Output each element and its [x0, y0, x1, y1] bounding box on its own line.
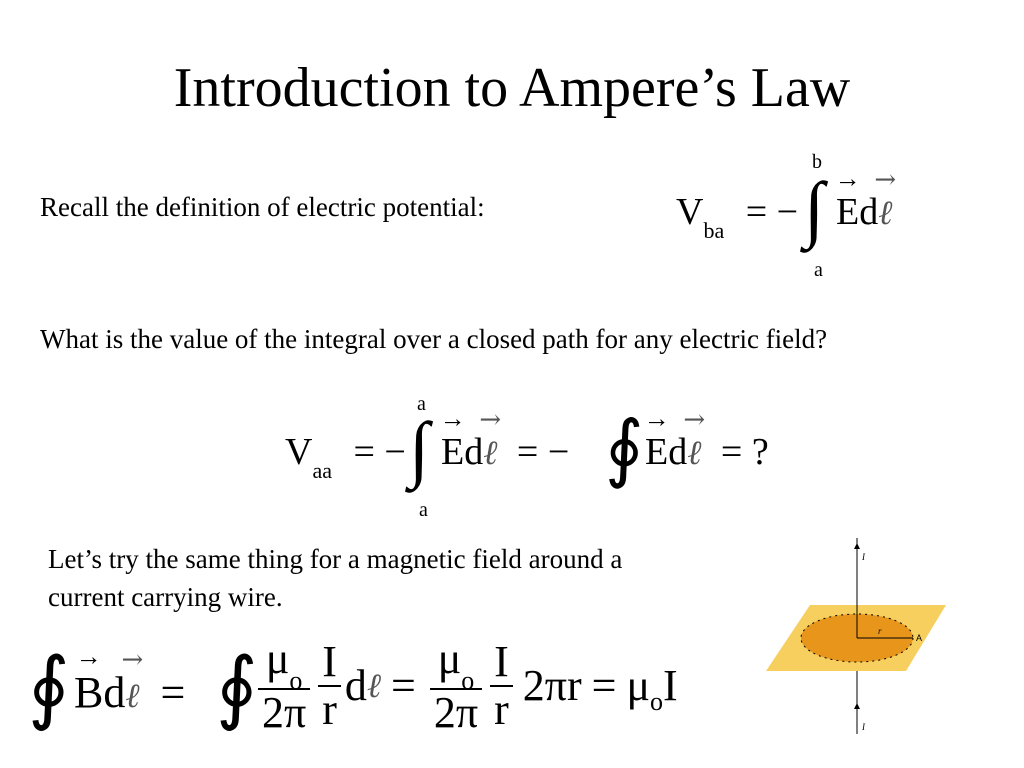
eq1-lower: a	[814, 259, 823, 281]
closed-integral-icon: ∮	[605, 408, 644, 490]
eq3-ell: ℓ	[366, 666, 382, 706]
equation-closed-path: Vaa = − a ∫ a Edℓ = − ∮ Edℓ = ?	[285, 392, 845, 522]
eq1-v: V	[676, 191, 704, 233]
eq3-b-vector: B	[74, 670, 103, 716]
eq3-equals-2: =	[391, 661, 416, 710]
equation-ampere: ∮ Bdℓ = ∮ μo 2π I r dℓ = μo 2π I r 2πr =…	[28, 630, 728, 750]
eq3-d: d	[103, 668, 126, 717]
fraction-mu-over-2pi-2: μo 2π	[429, 634, 483, 737]
eq3-radius-2: r	[494, 685, 509, 734]
fraction-i-over-r-2: I r	[490, 639, 513, 733]
eq2-v: V	[285, 431, 313, 473]
eq2-equals: = −	[353, 431, 406, 473]
current-label-top: I	[861, 552, 866, 562]
eq1-d: d	[859, 191, 879, 233]
text-closed-path-question: What is the value of the integral over a…	[40, 324, 828, 354]
eq3-equals-1: =	[160, 668, 186, 717]
eq3-circumference: 2πr	[522, 661, 582, 710]
eq3-mu-2: μ	[437, 634, 462, 683]
text-magnetic-field: Let’s try the same thing for a magnetic …	[48, 544, 623, 612]
eq2-sub: aa	[312, 458, 332, 483]
eq2-ell-vector: ℓ	[483, 433, 497, 473]
eq2-ell-vector-2: ℓ	[687, 433, 701, 473]
eq2-e-vector-2: E	[645, 432, 668, 472]
eq3-radius: r	[322, 685, 337, 734]
fraction-mu-over-2pi: μo 2π	[258, 634, 311, 737]
eq3-mu-3: μ	[626, 661, 651, 710]
eq3-two-pi: 2π	[262, 688, 307, 737]
point-a-label: A	[916, 633, 922, 643]
eq3-mu-sub-2: o	[461, 666, 475, 695]
eq3-current: I	[322, 637, 337, 686]
closed-integral-icon: ∮	[28, 644, 70, 732]
eq3-mu: μ	[265, 634, 290, 683]
slide-title: Introduction to Ampere’s Law	[173, 57, 851, 119]
eq2-d-2: d	[668, 431, 688, 473]
eq1-equals: = −	[745, 191, 799, 233]
eq2-tail: = ?	[720, 431, 769, 473]
eq3-two-pi-2: 2π	[433, 688, 479, 737]
integral-icon: ∫	[804, 168, 825, 250]
eq2-equals-2: = −	[516, 431, 570, 473]
text-recall: Recall the definition of electric potent…	[40, 192, 485, 222]
eq2-e-vector: E	[441, 432, 464, 472]
integral-icon: ∫	[409, 408, 430, 490]
eq3-mu-sub-3: o	[650, 687, 664, 716]
eq1-upper: b	[812, 151, 822, 173]
eq3-equals-3: =	[591, 661, 617, 710]
eq1-e-vector: E	[836, 192, 859, 232]
eq1-ell-vector: ℓ	[878, 193, 892, 233]
eq1-sub: ba	[703, 218, 725, 243]
eq3-mu-sub: o	[289, 666, 303, 695]
eq3-current-2: I	[494, 637, 509, 686]
current-label-bottom: I	[861, 722, 866, 732]
wire-loop-figure: I I r A	[766, 538, 946, 734]
radius-label: r	[878, 626, 882, 636]
eq2-d: d	[464, 431, 484, 473]
fraction-i-over-r: I r	[318, 639, 341, 733]
closed-integral-icon: ∮	[216, 644, 258, 732]
eq3-current-3: I	[663, 661, 678, 710]
eq3-ell-vector: ℓ	[125, 673, 139, 719]
eq2-lower: a	[419, 499, 428, 521]
eq2-upper: a	[417, 393, 426, 415]
eq3-d-2: d	[344, 661, 367, 710]
